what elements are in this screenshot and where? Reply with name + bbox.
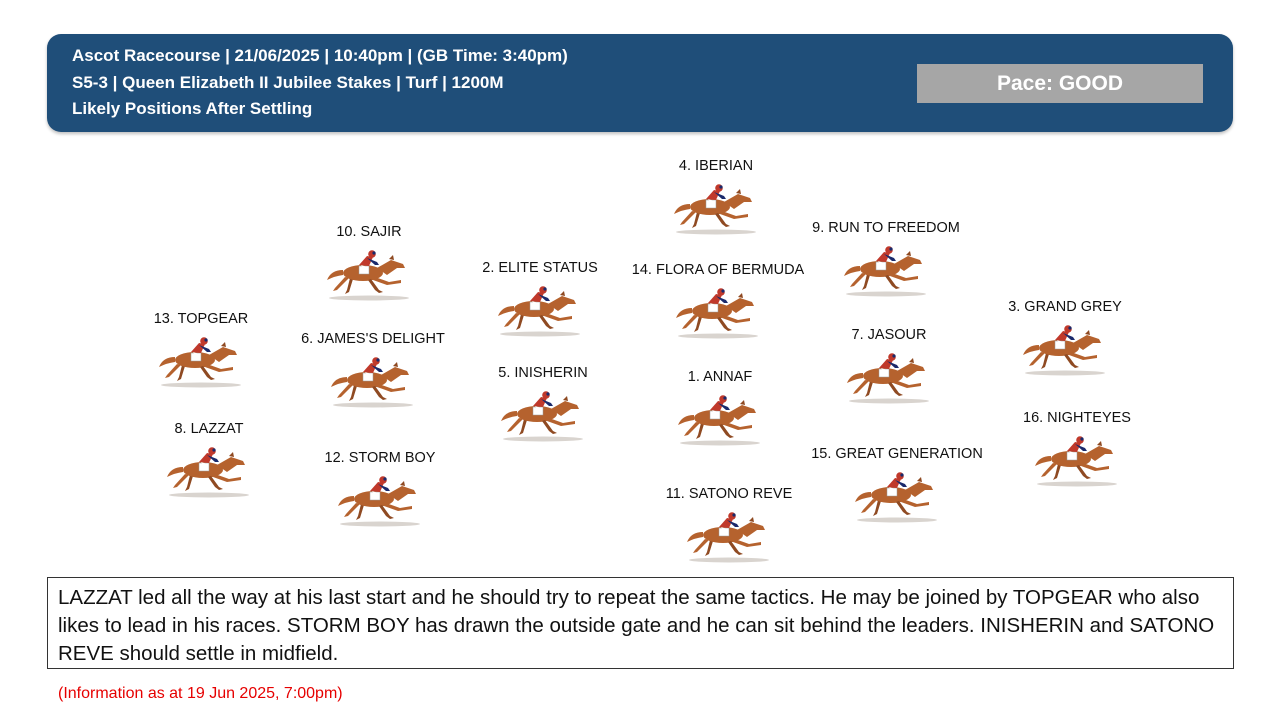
runner-position: 16. NIGHTEYES [982,410,1172,500]
runner-label: 2. ELITE STATUS [482,260,598,276]
runner-label: 3. GRAND GREY [1008,299,1122,315]
racehorse-icon [159,337,241,388]
runner-label: 11. SATONO REVE [665,486,793,502]
racehorse-icon [844,246,926,297]
runner-label: 8. LAZZAT [174,421,244,437]
runner-position: 1. ANNAF [625,369,815,459]
racehorse-icon [331,357,413,408]
runner-label: 6. JAMES'S DELIGHT [301,331,445,347]
runner-label: 12. STORM BOY [324,450,436,466]
racehorse-icon [501,391,583,442]
runner-position: 2. ELITE STATUS [445,260,635,350]
racehorse-icon [678,395,760,446]
runner-label: 5. INISHERIN [498,365,588,381]
racehorse-icon [855,472,937,523]
racehorse-icon [327,250,409,301]
runner-position: 9. RUN TO FREEDOM [791,220,981,310]
runner-position: 7. JASOUR [794,327,984,417]
runner-position: 5. INISHERIN [448,365,638,455]
racehorse-icon [167,447,249,498]
racehorse-icon [338,476,420,527]
runner-label: 16. NIGHTEYES [1023,410,1131,426]
runner-label: 10. SAJIR [336,224,402,240]
racehorse-icon [1023,325,1105,376]
runner-position: 13. TOPGEAR [106,311,296,401]
race-subtitle: Likely Positions After Settling [72,99,313,118]
racehorse-icon [847,353,929,404]
pace-badge: Pace: GOOD [917,64,1203,103]
racehorse-icon [676,288,758,339]
runner-label: 7. JASOUR [851,327,927,343]
runner-position: 4. IBERIAN [621,158,811,248]
race-comment: LAZZAT led all the way at his last start… [47,577,1234,669]
runner-label: 4. IBERIAN [678,158,754,174]
runner-label: 9. RUN TO FREEDOM [812,220,960,236]
runner-label: 13. TOPGEAR [153,311,249,327]
runner-position: 15. GREAT GENERATION [802,446,992,536]
race-venue-datetime: Ascot Racecourse | 21/06/2025 | 10:40pm … [72,46,568,65]
race-header: Ascot Racecourse | 21/06/2025 | 10:40pm … [47,34,1233,132]
racehorse-icon [674,184,756,235]
info-timestamp: (Information as at 19 Jun 2025, 7:00pm) [58,685,343,702]
runner-position: 10. SAJIR [274,224,464,314]
runner-position: 12. STORM BOY [285,450,475,540]
runner-label: 15. GREAT GENERATION [811,446,983,462]
runner-label: 14. FLORA OF BERMUDA [631,262,805,278]
runner-position: 14. FLORA OF BERMUDA [623,262,813,352]
race-details: S5-3 | Queen Elizabeth II Jubilee Stakes… [72,73,504,92]
racehorse-icon [1035,436,1117,487]
racehorse-icon [687,512,769,563]
racehorse-icon [498,286,580,337]
runner-position: 11. SATONO REVE [634,486,824,576]
runner-label: 1. ANNAF [687,369,753,385]
runner-position: 8. LAZZAT [114,421,304,511]
runner-position: 3. GRAND GREY [970,299,1160,389]
runner-position: 6. JAMES'S DELIGHT [278,331,468,421]
